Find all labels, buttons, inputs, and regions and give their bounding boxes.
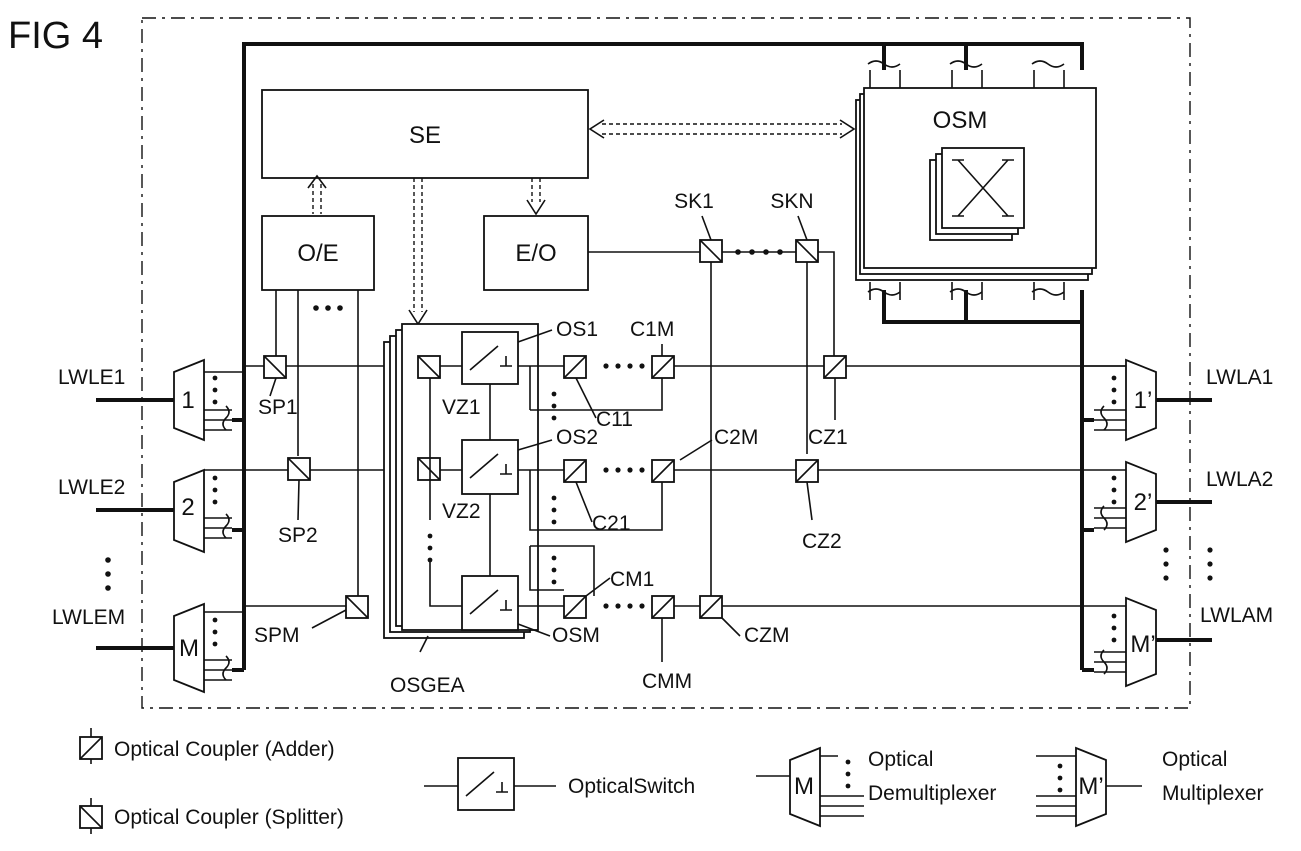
legend-adder-label: Optical Coupler (Adder) — [114, 738, 335, 761]
demux1-label: 1 — [181, 387, 194, 414]
os1-label: OS1 — [556, 318, 598, 341]
lwla1-label: LWLA1 — [1206, 366, 1273, 389]
optical-switches — [461, 331, 519, 631]
osm-label: OSM — [933, 107, 988, 134]
eo-block — [483, 215, 589, 291]
c11-label: C11 — [596, 408, 633, 431]
adder-chains — [518, 355, 1126, 619]
lwlam-label: LWLAM — [1200, 604, 1273, 627]
legend-switch — [424, 757, 556, 811]
mux2-label: 2’ — [1134, 489, 1153, 516]
legend-adder — [79, 728, 103, 764]
legend-switch-label: OpticalSwitch — [568, 775, 695, 798]
legend-mux-l1: Optical — [1162, 748, 1227, 771]
demux-1 — [173, 358, 244, 442]
legend-demux-l1: Optical — [868, 748, 933, 771]
osgea-label: OSGEA — [390, 674, 465, 697]
oe-input-lines — [275, 290, 359, 596]
c21-label: C21 — [592, 512, 631, 535]
skn-label: SKN — [770, 190, 813, 213]
legend-demux — [756, 746, 864, 828]
legend: Optical Coupler (Adder) Optical Coupler … — [79, 728, 1264, 834]
demux-m — [173, 602, 244, 694]
input-fibers — [96, 398, 174, 650]
vz-splitters — [417, 355, 491, 607]
output-fibers — [1156, 398, 1212, 642]
mux-m — [1094, 596, 1157, 688]
lwlem-label: LWLEM — [52, 606, 125, 629]
lwle1-label: LWLE1 — [58, 366, 125, 389]
mux1-label: 1’ — [1134, 387, 1153, 414]
muxm-label: M’ — [1130, 631, 1155, 658]
os2-label: OS2 — [556, 426, 598, 449]
vz2-label: VZ2 — [442, 500, 481, 523]
lwle2-label: LWLE2 — [58, 476, 125, 499]
osm-connectors — [867, 60, 1065, 300]
lwla2-label: LWLA2 — [1206, 468, 1273, 491]
sp2-label: SP2 — [278, 524, 318, 547]
oe-block — [261, 215, 375, 291]
legend-demux-l2: Demultiplexer — [868, 782, 996, 805]
demuxm-label: M — [179, 635, 199, 662]
czm-label: CZM — [744, 624, 790, 647]
c2m-label: C2M — [714, 426, 758, 449]
sk1-label: SK1 — [674, 190, 714, 213]
sp1-label: SP1 — [258, 396, 298, 419]
legend-mux-box: M’ — [1078, 773, 1103, 800]
mux-2 — [1094, 460, 1157, 544]
demux2-label: 2 — [181, 494, 194, 521]
demux-2 — [173, 468, 244, 554]
se-label: SE — [409, 122, 441, 149]
vz1-label: VZ1 — [442, 396, 481, 419]
legend-splitter — [79, 798, 103, 834]
se-block — [261, 89, 589, 179]
sp-splitters — [263, 355, 369, 619]
cz2-label: CZ2 — [802, 530, 842, 553]
eo-label: E/O — [515, 240, 556, 267]
se-osm-link — [588, 119, 856, 139]
legend-demux-box: M — [794, 773, 814, 800]
control-bus — [232, 42, 1094, 672]
legend-mux-l2: Multiplexer — [1162, 782, 1264, 805]
node-boundary — [141, 17, 1191, 709]
figure-label: FIG 4 — [8, 15, 103, 57]
cm1-label: CM1 — [610, 568, 654, 591]
osm-switch-label: OSM — [552, 624, 600, 647]
mux-1 — [1082, 358, 1157, 442]
legend-mux — [1036, 746, 1142, 828]
spm-label: SPM — [254, 624, 300, 647]
sk-splitters — [699, 215, 835, 598]
osm-matrix: OSM — [855, 87, 1097, 281]
cz1-label: CZ1 — [808, 426, 848, 449]
legend-splitter-label: Optical Coupler (Splitter) — [114, 806, 344, 829]
cmm-label: CMM — [642, 670, 692, 693]
c1m-label: C1M — [630, 318, 674, 341]
oe-label: O/E — [297, 240, 338, 267]
